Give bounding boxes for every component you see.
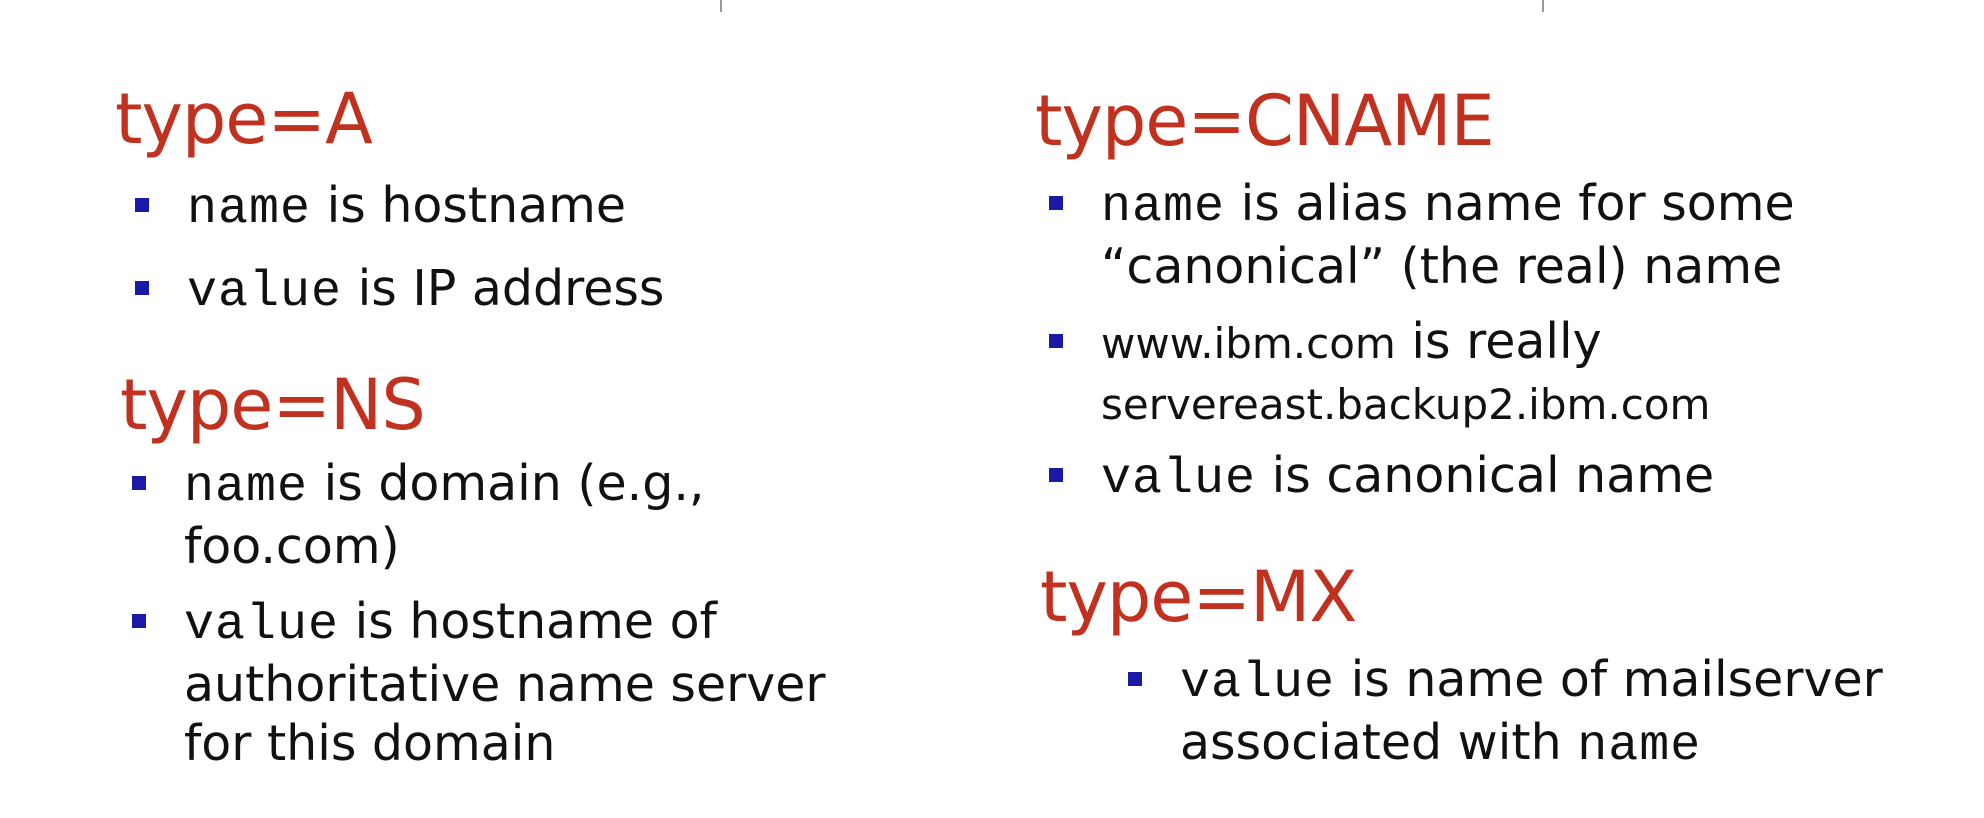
code-value: value xyxy=(1180,655,1336,712)
bullet-icon xyxy=(135,281,149,295)
item-text: is hostname xyxy=(311,177,627,234)
item-text: is alias name for some “canonical” (the … xyxy=(1101,175,1795,295)
code-name: name xyxy=(1577,718,1702,775)
bullet-icon xyxy=(1049,196,1063,210)
list-item: name is hostname xyxy=(135,176,915,239)
section-type-cname: type=CNAME name is alias name for some “… xyxy=(1035,86,1965,509)
list-item: name is alias name for some “canonical” … xyxy=(1049,174,1971,296)
list-type-mx: value is name of mailserver associated w… xyxy=(1040,650,1970,776)
bullet-icon xyxy=(135,198,149,212)
list-item: value is canonical name xyxy=(1049,446,1965,509)
heading-type-a: type=A xyxy=(115,78,373,160)
bullet-icon xyxy=(1049,468,1063,482)
code-value: value xyxy=(187,264,343,321)
list-item: value is hostname of authoritative name … xyxy=(132,592,904,773)
item-text: is canonical name xyxy=(1256,447,1715,504)
list-item: value is IP address xyxy=(135,259,915,322)
heading-type-cname: type=CNAME xyxy=(1035,80,1495,162)
item-text: is hostname of authoritative name server… xyxy=(184,593,826,772)
list-item: www.ibm.com is really servereast.backup2… xyxy=(1049,312,1971,434)
bullet-icon xyxy=(1128,672,1142,686)
list-item: name is domain (e.g., foo.com) xyxy=(132,454,744,576)
code-name: name xyxy=(1101,179,1226,236)
code-value: value xyxy=(1101,451,1257,508)
item-text: is name of mailserver associated with xyxy=(1180,651,1883,771)
item-text: is IP address xyxy=(342,260,665,317)
list-type-a: name is hostname value is IP address xyxy=(115,176,915,322)
section-type-ns: type=NS name is domain (e.g., foo.com) v… xyxy=(120,370,900,773)
item-text: is really xyxy=(1395,313,1602,370)
code-name: name xyxy=(184,459,309,516)
heading-type-ns: type=NS xyxy=(120,364,426,446)
list-item: value is name of mailserver associated w… xyxy=(1128,650,1980,776)
list-type-cname: name is alias name for some “canonical” … xyxy=(1035,174,1965,509)
bullet-icon xyxy=(132,614,146,628)
list-type-ns: name is domain (e.g., foo.com) value is … xyxy=(120,454,900,773)
item-text: is domain (e.g., foo.com) xyxy=(184,455,705,575)
code-value: value xyxy=(184,597,340,654)
bullet-icon xyxy=(1049,334,1063,348)
hostname-alias: www.ibm.com xyxy=(1101,319,1396,368)
code-name: name xyxy=(187,181,312,238)
hostname-canonical: servereast.backup2.ibm.com xyxy=(1101,380,1711,429)
heading-type-mx: type=MX xyxy=(1040,556,1357,638)
section-type-mx: type=MX value is name of mailserver asso… xyxy=(1040,562,1970,776)
bullet-icon xyxy=(132,476,146,490)
top-decoration xyxy=(720,0,1544,12)
section-type-a: type=A name is hostname value is IP addr… xyxy=(115,84,915,322)
